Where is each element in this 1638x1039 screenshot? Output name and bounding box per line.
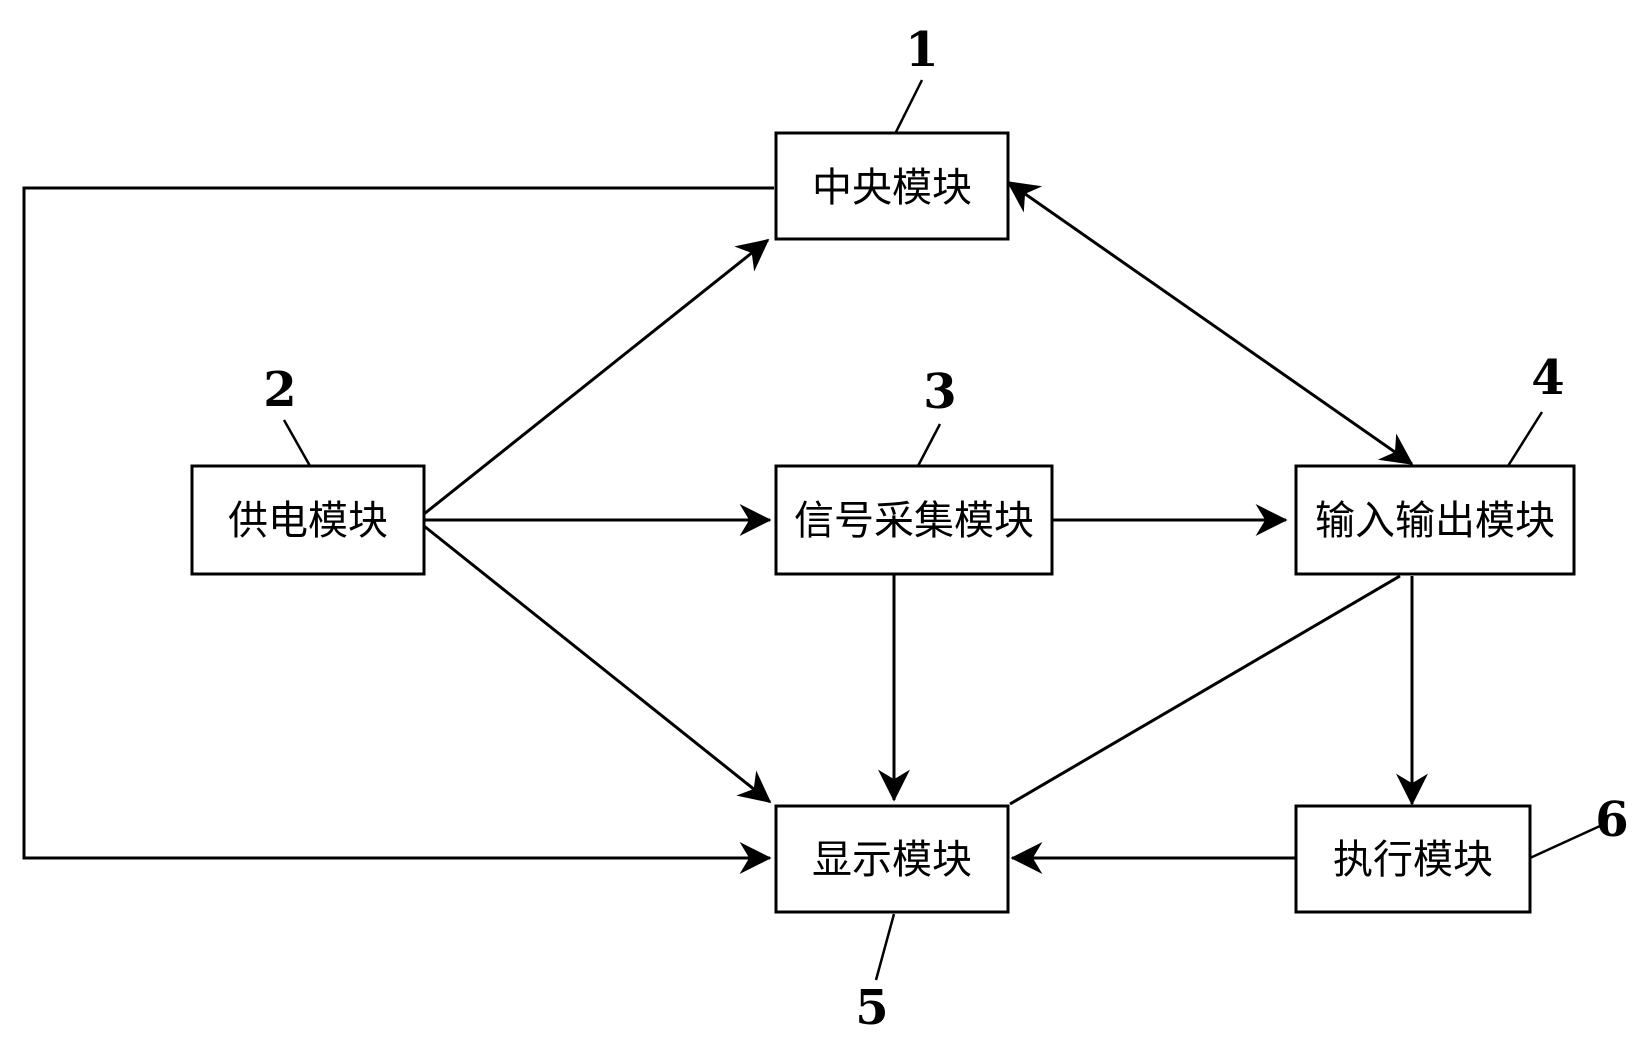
node-display: 显示模块 bbox=[774, 804, 1010, 914]
number-4: 4 bbox=[1531, 350, 1564, 406]
leader-5 bbox=[874, 913, 896, 981]
exec-label: 执行模块 bbox=[1333, 837, 1493, 883]
signal-box bbox=[774, 464, 1054, 576]
leader-1 bbox=[894, 79, 924, 133]
power-label: 供电模块 bbox=[228, 498, 388, 544]
central-label: 中央模块 bbox=[812, 165, 972, 211]
leader-4 bbox=[1506, 411, 1544, 467]
node-power: 供电模块 bbox=[190, 464, 426, 576]
leader-6 bbox=[1529, 824, 1601, 860]
node-exec: 执行模块 bbox=[1294, 804, 1532, 914]
power-box bbox=[190, 464, 426, 576]
io-label: 输入输出模块 bbox=[1315, 498, 1555, 544]
number-6: 6 bbox=[1595, 792, 1628, 848]
display-label: 显示模块 bbox=[812, 837, 972, 883]
number-3: 3 bbox=[923, 364, 956, 420]
edge-central-io bbox=[1006, 180, 1414, 466]
node-central: 中央模块 bbox=[774, 131, 1010, 241]
edge-power-central bbox=[423, 238, 770, 516]
io-box bbox=[1294, 464, 1576, 576]
reference-numbers: 1 2 3 4 5 6 bbox=[263, 22, 1628, 1036]
edge-central-display bbox=[22, 186, 774, 874]
exec-box bbox=[1294, 804, 1532, 914]
central-box bbox=[774, 131, 1010, 241]
signal-label: 信号采集模块 bbox=[794, 498, 1034, 544]
edge-io-display bbox=[1009, 574, 1401, 806]
display-box bbox=[774, 804, 1010, 914]
leaders bbox=[282, 79, 1601, 981]
number-2: 2 bbox=[263, 362, 296, 418]
number-5: 5 bbox=[855, 980, 888, 1036]
connections bbox=[22, 180, 1428, 874]
number-1: 1 bbox=[905, 22, 938, 78]
node-signal: 信号采集模块 bbox=[774, 464, 1054, 576]
edge-power-display bbox=[423, 524, 772, 804]
leader-3 bbox=[916, 423, 942, 467]
node-io: 输入输出模块 bbox=[1294, 464, 1576, 576]
leader-2 bbox=[282, 419, 312, 467]
